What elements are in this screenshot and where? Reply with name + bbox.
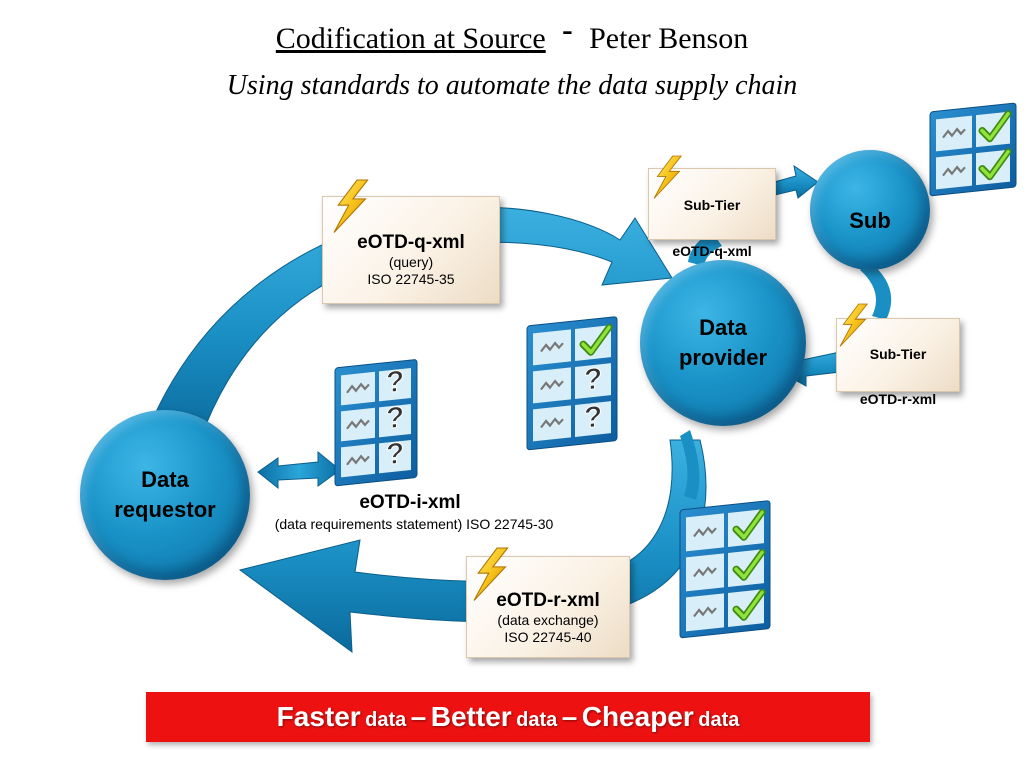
title-main: Codification at Source bbox=[275, 22, 546, 55]
sub-data-sheet bbox=[929, 102, 1017, 197]
query-card-line1: (query) bbox=[388, 254, 434, 270]
question-mark-icon bbox=[583, 361, 603, 398]
banner-separator-1: – bbox=[410, 701, 427, 732]
question-mark-icon bbox=[385, 400, 405, 437]
sub-tier-query-line2: eOTD-q-xml bbox=[672, 243, 752, 259]
sub-tier-response-line2: eOTD-r-xml bbox=[859, 391, 937, 407]
banner-separator-2: – bbox=[561, 701, 578, 732]
slide-subtitle: Using standards to automate the data sup… bbox=[226, 70, 798, 101]
data-provider-node: Data provider bbox=[640, 260, 806, 426]
data-requestor-node: Data requestor bbox=[80, 410, 250, 580]
ixml-subtitle: (data requirements statement) ISO 22745-… bbox=[274, 516, 554, 532]
response-data-sheet bbox=[679, 500, 771, 639]
provider-sub-connector bbox=[688, 232, 722, 266]
ixml-data-sheet bbox=[334, 359, 418, 487]
tagline-banner: Faster data – Better data – Cheaper data bbox=[146, 692, 870, 742]
banner-word-data-1: data bbox=[365, 709, 407, 731]
response-card: eOTD-r-xml (data exchange) ISO 22745-40 bbox=[466, 556, 630, 658]
sub-label: Sub bbox=[849, 208, 891, 233]
sub-tier-query-card: Sub-Tier eOTD-q-xml bbox=[648, 168, 776, 259]
slide-title: Codification at Source-Peter Benson bbox=[0, 12, 1024, 57]
provider-label: Data provider bbox=[678, 315, 768, 370]
title-dash: - bbox=[561, 12, 574, 50]
query-card-line2: ISO 22745-35 bbox=[367, 271, 455, 287]
provider-sheet-connector bbox=[680, 430, 700, 500]
question-mark-icon bbox=[583, 399, 603, 436]
requestor-label: Data requestor bbox=[114, 467, 216, 522]
sub-tier-response-card: Sub-Tier eOTD-r-xml bbox=[836, 318, 960, 407]
sub-tier-response-line1: Sub-Tier bbox=[869, 346, 927, 362]
banner-word-cheaper: Cheaper bbox=[581, 701, 694, 732]
banner-word-better: Better bbox=[430, 701, 512, 732]
sub-node: Sub bbox=[810, 150, 930, 270]
title-author: Peter Benson bbox=[589, 22, 749, 55]
response-card-line2: ISO 22745-40 bbox=[504, 629, 592, 645]
question-mark-icon bbox=[385, 364, 405, 401]
banner-word-faster: Faster bbox=[276, 701, 361, 732]
query-card-title: eOTD-q-xml bbox=[357, 232, 465, 253]
sub-return-arc bbox=[860, 262, 892, 320]
question-mark-icon bbox=[385, 436, 405, 473]
response-card-title: eOTD-r-xml bbox=[496, 590, 600, 611]
provider-data-sheet bbox=[526, 316, 618, 451]
banner-word-data-2: data bbox=[516, 709, 558, 731]
banner-word-data-3: data bbox=[698, 709, 740, 731]
query-card: eOTD-q-xml (query) ISO 22745-35 bbox=[322, 196, 500, 304]
ixml-title: eOTD-i-xml bbox=[359, 492, 461, 513]
response-card-line1: (data exchange) bbox=[497, 612, 599, 628]
sub-tier-query-line1: Sub-Tier bbox=[683, 197, 741, 213]
